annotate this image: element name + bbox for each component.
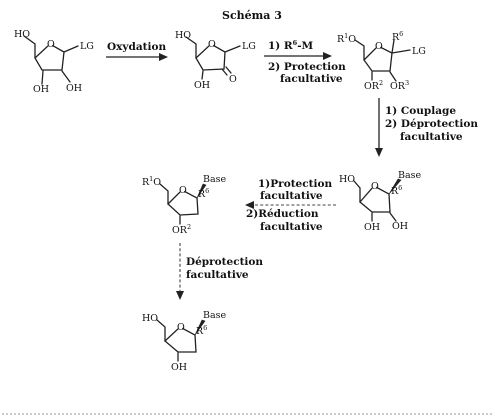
step-4-line2: facultative xyxy=(260,190,323,202)
step-arrow-3: 1) Couplage 2) Déprotection facultative xyxy=(375,98,478,157)
step-5-line2: facultative xyxy=(186,269,249,281)
molecule-5-protected-deoxy: O R1O Base R6 OR2 xyxy=(142,174,227,236)
step-5-line1: Déprotection xyxy=(186,256,263,268)
step-3-line1: 1) Couplage xyxy=(385,105,456,117)
m5-or2: OR2 xyxy=(172,223,191,236)
m4-oh2: OH xyxy=(392,221,408,232)
scheme-title: Schéma 3 xyxy=(222,9,282,22)
step-arrow-5: Déprotection facultative xyxy=(176,243,263,300)
m1-lg: LG xyxy=(80,41,94,52)
m1-oh2: OH xyxy=(66,83,82,94)
m3-r6: R6 xyxy=(392,30,403,43)
m4-oh3: OH xyxy=(364,222,380,233)
m6-base: Base xyxy=(203,310,227,321)
step-3-line3: facultative xyxy=(400,131,463,143)
step-2-line3: facultative xyxy=(280,73,343,85)
step-arrow-1: Oxydation xyxy=(106,41,168,61)
m5-r6: R6 xyxy=(198,187,209,200)
m3-or3: OR3 xyxy=(390,79,409,92)
m2-ketone-o: O xyxy=(229,74,237,85)
m5-r1o: R1O xyxy=(142,175,161,188)
step-arrow-2: 1) R6-M 2) Protection facultative xyxy=(264,39,346,85)
m1-ho: HO xyxy=(14,29,30,40)
step-3-line2: 2) Déprotection xyxy=(385,118,478,130)
m2-lg: LG xyxy=(242,41,256,52)
m5-base: Base xyxy=(203,174,227,185)
m3-r1o: R1O xyxy=(337,32,356,45)
m4-ho: HO xyxy=(339,174,355,185)
step-4-line3: 2)Réduction xyxy=(246,208,319,220)
molecule-4-nucleoside: O HO Base R6 OH OH xyxy=(339,170,422,233)
m3-lg: LG xyxy=(412,46,426,57)
m2-oh3: OH xyxy=(194,80,210,91)
m4-base: Base xyxy=(398,170,422,181)
m6-oh3: OH xyxy=(171,362,187,373)
step-4-line1: 1)Protection xyxy=(258,178,332,190)
svg-text:O: O xyxy=(375,41,383,52)
step-1-label: Oxydation xyxy=(107,41,166,53)
step-2-line2: 2) Protection xyxy=(268,61,346,73)
molecule-6-deoxy-nucleoside: O HO Base R6 OH xyxy=(142,310,227,373)
step-arrow-4: 1)Protection facultative 2)Réduction fac… xyxy=(245,178,336,233)
svg-text:O: O xyxy=(47,39,55,50)
svg-text:O: O xyxy=(208,39,216,50)
molecule-3-protected-lg: O R1O R6 LG OR2 OR3 xyxy=(337,30,426,92)
svg-text:O: O xyxy=(177,322,185,333)
m6-r6: R6 xyxy=(196,324,207,337)
m1-oh3: OH xyxy=(33,84,49,95)
step-2-line1: 1) R6-M xyxy=(268,39,314,52)
svg-text:O: O xyxy=(179,185,187,196)
svg-text:O: O xyxy=(371,181,379,192)
m4-r6: R6 xyxy=(391,184,402,197)
molecule-1-ribose-lg: O HO LG OH OH xyxy=(14,29,94,95)
m3-or2: OR2 xyxy=(364,79,383,92)
m2-ho: HO xyxy=(175,30,191,41)
molecule-2-ketone-lg: O HO LG OH O xyxy=(175,30,256,91)
m6-ho: HO xyxy=(142,313,158,324)
step-4-line4: facultative xyxy=(260,221,323,233)
